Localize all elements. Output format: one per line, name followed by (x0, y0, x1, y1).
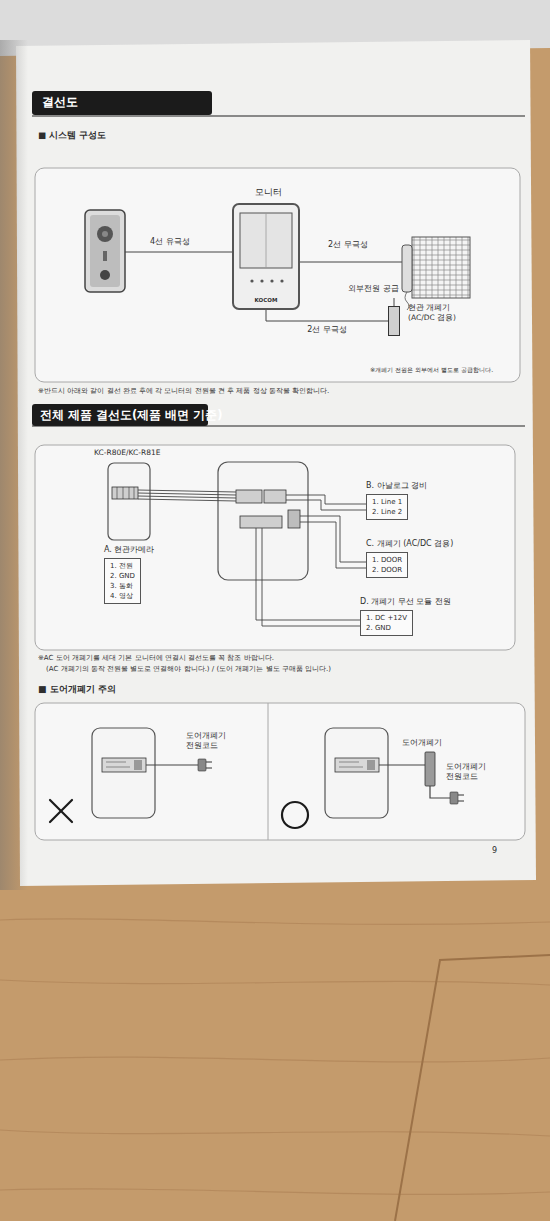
terminal-box: B. 아날로그 경비 1. Line 12. Line 2 (366, 480, 427, 520)
box-heading: D. 개폐기 무선 모듈 전원 (360, 596, 451, 607)
section-title: 결선도 (42, 95, 78, 111)
pin-name: 3. 통화 (110, 581, 135, 591)
box-heading: A. 현관카메라 (104, 544, 154, 555)
terminal-list: 1. DC +12V2. GND (360, 610, 413, 636)
note-text: (AC 개폐기의 동작 전원을 별도로 연결해야 합니다.) / (도어 개폐기… (46, 665, 331, 674)
brand-text: KOCOM (234, 297, 298, 304)
terminal-list: 1. Line 12. Line 2 (366, 494, 408, 520)
terminal-box: D. 개폐기 무선 모듈 전원 1. DC +12V2. GND (360, 596, 451, 636)
part-heading: 모니터 (224, 187, 312, 199)
note-text: ※반드시 아래와 같이 결선 완료 후에 각 모니터의 전원을 켠 후 제품 정… (38, 387, 329, 396)
pin-name: 2. DOOR (372, 565, 402, 575)
pin-name: 2. GND (366, 623, 407, 633)
monitor-unit: 모니터KOCOM (232, 203, 300, 310)
section-heading: ■ 시스템 구성도 (38, 130, 106, 141)
note-text: ※AC 도어 개폐기를 세대 기본 모니터에 연결시 결선도를 꼭 참조 바랍니… (38, 654, 274, 663)
section-heading: ■ 도어개폐기 주의 (38, 684, 116, 696)
wire-connector (266, 310, 388, 321)
model-name: KC-R80E/KC-R81E (94, 448, 160, 458)
pin-name: 1. DOOR (372, 555, 402, 565)
wire-label: 2선 무극성 (305, 325, 349, 335)
power-label: 외부전원 공급 (348, 284, 399, 294)
pin-name: 1. 전원 (110, 561, 135, 571)
wire-label: 2선 무극성 (328, 240, 368, 250)
pin-name: 1. Line 1 (372, 497, 402, 507)
section-title: 전체 제품 결선도(제품 배면 기준) (40, 408, 223, 423)
terminal-box: A. 현관카메라 1. 전원2. GND3. 통화4. 영상 (104, 544, 154, 604)
terminal-list: 1. 전원2. GND3. 통화4. 영상 (104, 558, 141, 604)
door-opener: 현관 개폐기 (AC/DC 겸용) (388, 306, 400, 336)
pin-name: 4. 영상 (110, 591, 135, 601)
terminal-list: 1. DOOR2. DOOR (366, 552, 408, 578)
box-heading: B. 아날로그 경비 (366, 480, 427, 491)
pin-name: 1. DC +12V (366, 613, 407, 623)
part-label: 도어개폐기 전원코드 (446, 762, 492, 782)
box-heading: C. 개폐기 (AC/DC 겸용) (366, 538, 453, 549)
pin-name: 2. Line 2 (372, 507, 402, 517)
page-number: 9 (492, 846, 497, 856)
part-label: 도어개폐기 (402, 738, 442, 748)
note-text: ※개폐기 전원은 외부에서 별도로 공급합니다. (370, 366, 493, 374)
part-label: 도어개폐기 전원코드 (186, 731, 232, 751)
part-label: 현관 개폐기 (AC/DC 겸용) (408, 303, 468, 323)
pin-name: 2. GND (110, 571, 135, 581)
terminal-box: C. 개폐기 (AC/DC 겸용) 1. DOOR2. DOOR (366, 538, 453, 578)
wire-label: 4선 유극성 (150, 237, 190, 247)
